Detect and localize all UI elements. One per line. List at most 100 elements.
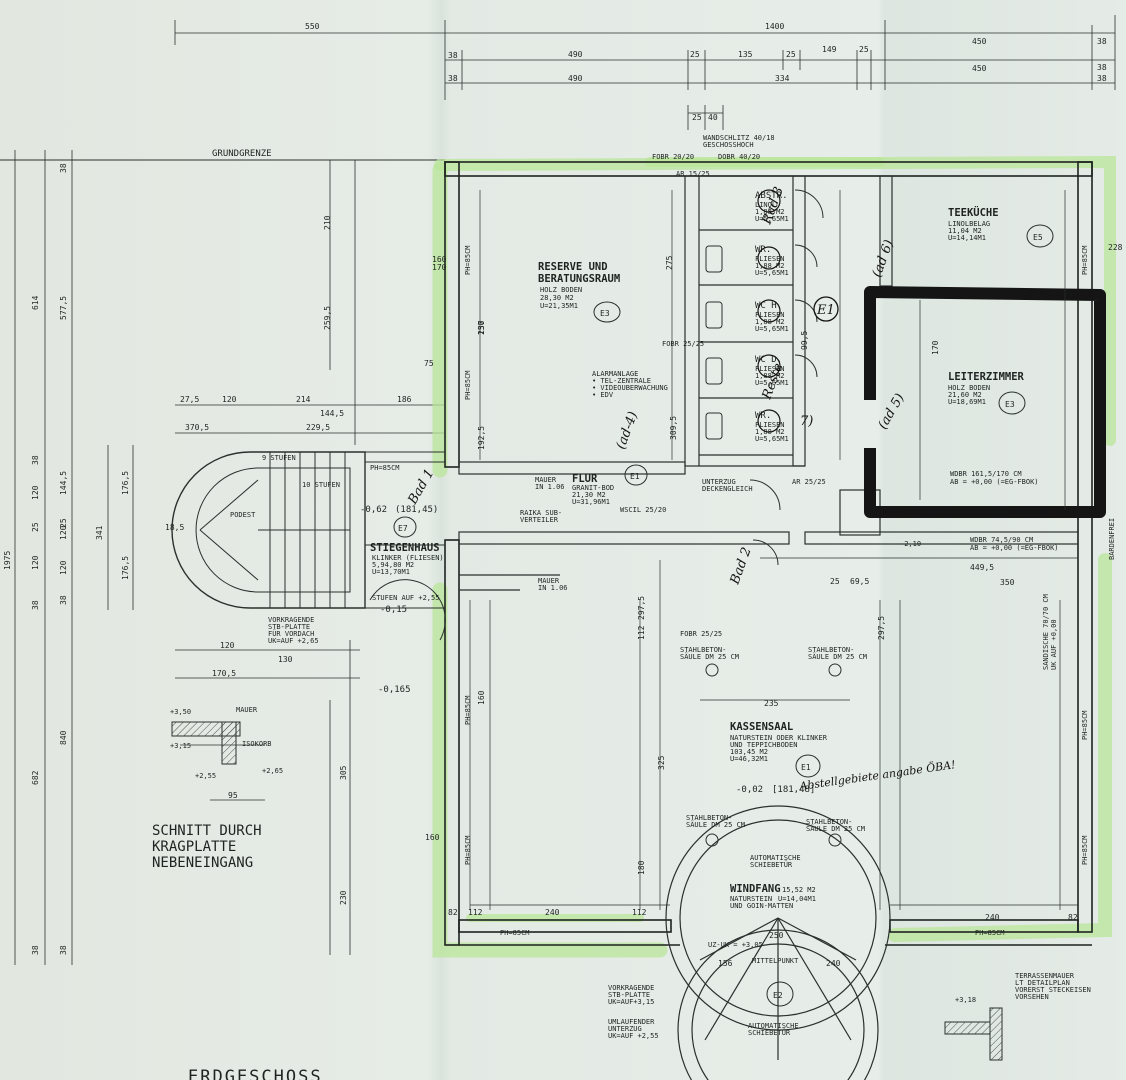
dim-170-j: 170 [432,263,447,272]
top-dimension-labels: 550 1400 450 38 38 490 25 135 25 149 25 … [305,22,1107,122]
dim-240: 240 [545,908,560,917]
alarm-3: • EDV [592,391,614,399]
vorkragende-0: VORKRAGENDE [268,616,314,624]
hand-note-5: (ad 6) [870,238,897,279]
leiter-tag: E3 [1005,400,1015,409]
windfang-perimeter: U=14,04M1 [778,895,816,903]
kassensaal-tag: E1 [801,763,811,772]
windfang-name: WINDFANG [730,883,781,895]
abstr-name: ABSTR. [755,191,788,201]
dim-40: 40 [708,113,718,122]
dim-450b: 450 [972,64,987,73]
dim-550: 550 [305,22,320,31]
dim-38-l3: 38 [31,600,40,610]
kassen-level: -0,02 [736,785,763,795]
dim-309: 275 [665,255,674,270]
mauer2-0: MAUER [538,577,560,585]
dim-327: 309,5 [669,416,678,440]
dim-490b: 490 [568,74,583,83]
vorkragende2-2: UK=AUF+3,15 [608,998,654,1006]
room-wc1: WR. FLIESEN 1,88 M2 U=5,65M1 [755,245,789,277]
schnitt-line-1: KRAGPLATTE [152,839,236,855]
mauer1-1: IN 1.06 [535,483,565,491]
dim-228-b: 240 [826,959,841,968]
dim-55: 18,5 [165,523,184,532]
windfang-rotunda [665,805,891,1080]
wc3-floor: FLIESEN [755,365,785,373]
schnitt-line-2: NEBENEINGANG [152,855,253,871]
dim-370: 370,5 [185,423,209,432]
wc4-name: WR. [755,411,771,421]
barrierefrei-label: BARDENFREI [1108,518,1116,560]
wc2-name: WC H. [755,301,782,311]
dim-112-c: 112 [637,625,646,640]
ph85g-label: PH=85CM [464,835,472,865]
dim-25: 25 [690,50,700,59]
detail-level4: +2,65 [262,767,283,775]
dim-27: 27,5 [180,395,199,404]
ph85d-label: PH=85CM [464,370,472,400]
kassensaal-perimeter: U=46,32M1 [730,755,768,763]
mauer2-1: IN 1.06 [538,584,568,592]
stiegenhaus-area: 5,94,80 M2 [372,561,414,569]
stanbeton-3: SÄULE DM 25 CM [808,652,867,661]
dim-25c: 25 [859,45,869,54]
outer-walls [444,161,1093,946]
interior-dimension-labels: 210 259,5 305 230 27,5 120 214 186 370,5… [165,215,1123,968]
dim-25-l2: 25 [59,518,68,528]
kassensaal-area: 103,45 M2 [730,748,768,756]
level-015: -0,15 [380,605,407,615]
raika-label: RAIKA SUB- [520,509,562,517]
wc1-area: 1,88 M2 [755,262,785,270]
fobr2-label: DOBR 40/20 [718,153,760,161]
umlaufender-0: UMLAUFENDER [608,1018,655,1026]
dim-186: 186 [397,395,412,404]
wc1-perimeter: U=5,65M1 [755,269,789,277]
dim-614: 614 [31,295,40,310]
dim-38-l2: 38 [31,455,40,465]
detail-level1: +3,50 [170,708,191,716]
dim-38-l1: 38 [59,163,68,173]
vorkragende-3: UK=AUF +2,65 [268,637,319,645]
windfang-floor2: UND GOIN-MATTEN [730,902,793,910]
schnitt-line-0: SCHNITT DURCH [152,823,262,839]
wc2-perimeter: U=5,65M1 [755,325,789,333]
dim-120-i: 120 [222,395,237,404]
technical-labels: WANDSCHLITZ 40/18 GESCHOSSHOCH FOBR 20/2… [230,134,1116,1040]
fobr1-label: FOBR 20/20 [652,153,694,161]
dim-577: 577,5 [59,296,68,320]
automatische-1: SCHIEBETÜR [750,860,793,869]
dim-297-b: 297,5 [877,616,886,640]
dim-130: 130 [278,655,293,664]
uzuk-label: UZ-UK = +3,05 [708,941,763,949]
terrassen-0: TERRASSENMAUER [1015,972,1075,980]
stanbeton-2: STAHLBETON- [808,646,854,654]
dim-144: 144,5 [59,471,68,495]
stiegenhaus-name: STIEGENHAUS [370,542,440,554]
ph85j-label: PH=85CM [1081,835,1089,865]
wdbr1: WDBR 161,5/170 CM [950,470,1022,478]
fobr25b-label: FOBR 25/25 [680,630,722,638]
dim-259: 259,5 [323,306,332,330]
dim-120-l4: 120 [59,560,68,575]
dim-120-l2: 120 [31,555,40,570]
windfang-tag: E2 [773,991,783,1000]
ph85c-label: PH=85CM [370,464,400,472]
dim-75: 75 [424,359,434,368]
kassen-ref: [181,48] [772,785,815,795]
ph85f-label: PH=85CM [464,695,472,725]
dim-25d: 25 [692,113,702,122]
dim-38c: 38 [1097,63,1107,72]
flur-name: FLUR [572,473,598,485]
dim-240-b: 240 [985,913,1000,922]
windfang-floor1: NATURSTEIN [730,895,772,903]
dim-176-l1: 176,5 [121,471,130,495]
stiege-level: -0,62 [360,505,387,515]
flur-perimeter: U=31,96M1 [572,498,610,506]
reserve-tag: E3 [600,309,610,318]
mittelpunkt-label: MITTELPUNKT [752,957,799,965]
dim-192: 192,5 [477,426,486,450]
abstr-floor: LINOL [755,201,776,209]
dim-112-b: 112 [632,908,647,917]
